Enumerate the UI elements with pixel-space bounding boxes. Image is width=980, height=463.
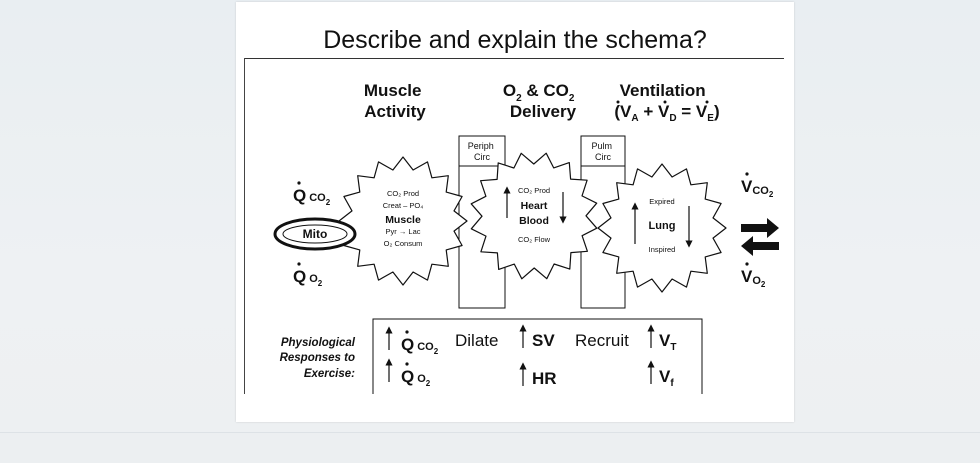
response-recruit: Recruit (575, 331, 629, 350)
svg-text:SV: SV (532, 331, 555, 350)
header-ventilation: Ventilation (VA + VD = VE) (614, 81, 719, 124)
muscle-co2-prod: CO₂ Prod (387, 189, 419, 198)
svg-text:Heart: Heart (521, 200, 548, 212)
svg-text:CO₂ Prod: CO₂ Prod (518, 186, 550, 195)
responses-box (372, 318, 703, 394)
response-dilate: Dilate (455, 331, 498, 350)
ventilation-dots (616, 100, 709, 104)
gear-lung (597, 163, 727, 293)
svg-text:Expired: Expired (649, 197, 674, 206)
schema-figure: Muscle Activity O2 & CO2 Delivery Ventil… (244, 58, 785, 394)
gear-lung-labels: Expired Lung Inspired (649, 197, 676, 254)
svg-text:Periph Circ: Periph Circ (468, 141, 497, 162)
responses-label: Physiological Responses to Exercise: (280, 337, 356, 380)
gear-heart-labels: CO₂ Prod Heart Blood CO₂ Flow (518, 186, 551, 244)
muscle-o2-consum: O₂ Consum (384, 239, 423, 248)
response-hr: HR (519, 362, 557, 388)
svg-text:Inspired: Inspired (649, 245, 676, 254)
response-sv: SV (519, 324, 555, 350)
response-vf: Vf (647, 360, 674, 389)
svg-text:QO2: QO2 (293, 267, 323, 288)
svg-text:Vf: Vf (659, 367, 674, 389)
response-vt: VT (647, 324, 676, 353)
svg-text:Pulm Circ: Pulm Circ (591, 141, 614, 162)
gear-heart (470, 152, 598, 280)
svg-text:Responses to: Responses to (280, 352, 355, 364)
header-delivery: O2 & CO2 Delivery (503, 81, 579, 121)
mito-label: Mito (303, 227, 328, 241)
svg-text:HR: HR (532, 369, 557, 388)
svg-text:QO2: QO2 (401, 367, 431, 388)
svg-text:Exercise:: Exercise: (304, 368, 355, 380)
svg-text:VCO2: VCO2 (741, 177, 774, 199)
svg-text:CO₂ Flow: CO₂ Flow (518, 235, 551, 244)
slide: Describe and explain the schema? Muscle … (236, 2, 794, 422)
title-rule (244, 58, 784, 59)
header-muscle-activity: Muscle Activity (364, 81, 426, 121)
svg-text:Blood: Blood (519, 215, 549, 227)
svg-text:VT: VT (659, 331, 676, 353)
slide-title: Describe and explain the schema? (323, 26, 707, 54)
bottom-band (0, 432, 980, 463)
muscle-label: Muscle (385, 214, 421, 226)
svg-text:Physiological: Physiological (281, 337, 356, 349)
svg-text:Lung: Lung (649, 220, 676, 232)
right-v-co2: VCO2 (741, 172, 774, 199)
exchange-arrows-icon (741, 218, 779, 256)
svg-text:VO2: VO2 (741, 267, 766, 289)
muscle-creat-po4: Creat – PO₄ (383, 201, 424, 210)
muscle-pyr-lac: Pyr → Lac (385, 227, 420, 236)
mito-ellipse: Mito (273, 217, 357, 251)
right-v-o2: VO2 (741, 262, 766, 289)
gear-muscle-labels: CO₂ Prod Creat – PO₄ Muscle Pyr → Lac O₂… (383, 189, 424, 248)
